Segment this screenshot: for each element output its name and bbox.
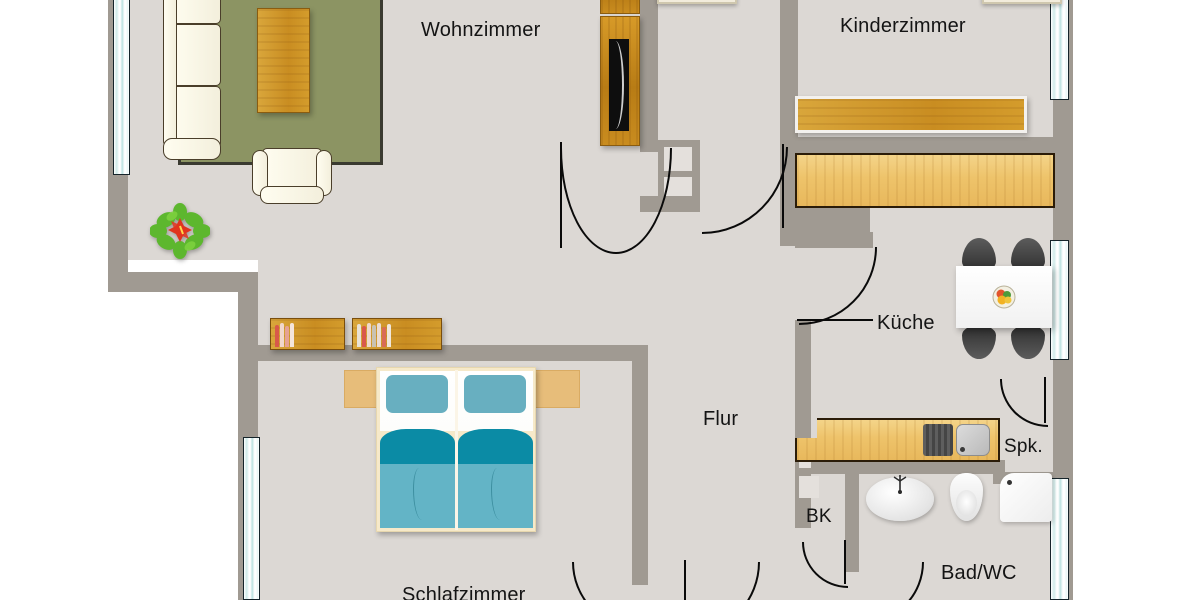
room-label-kinderzimmer: Kinderzimmer — [840, 15, 966, 37]
coffee-table — [257, 8, 310, 113]
room-label-schlafzimmer: Schlafzimmer — [402, 584, 526, 600]
duvet-fold-right — [491, 468, 506, 520]
wall-bk-top — [811, 462, 859, 474]
armchair-arm-right — [316, 150, 332, 196]
wall-wohnzimmer-flur — [640, 0, 658, 152]
door-bk-leaf — [844, 540, 846, 584]
wardrobe-kinderzimmer — [795, 153, 1055, 208]
washbasin-tap-icon — [893, 475, 907, 494]
door-kueche — [797, 245, 877, 325]
door-wohnzimmer — [560, 142, 672, 254]
wall-kinderzimmer-flur — [780, 0, 798, 150]
sofa-seat-2 — [171, 24, 221, 86]
books-right — [357, 323, 391, 347]
room-label-wohnzimmer: Wohnzimmer — [421, 19, 541, 41]
shelf-kinderzimmer — [795, 96, 1027, 133]
door-kueche-leaf — [797, 319, 873, 321]
wardrobe-door-curve — [610, 41, 624, 129]
door-kinderzimmer — [700, 144, 788, 234]
duvet-band-left — [380, 429, 455, 467]
toilet-seat — [956, 490, 977, 516]
fruit-bowl-icon — [992, 285, 1016, 309]
window-right-bottom — [1050, 478, 1069, 600]
bookshelf-left — [270, 318, 345, 350]
double-bed — [376, 367, 536, 532]
door-wohnzimmer-leaf — [560, 142, 562, 248]
door-spk — [1000, 377, 1048, 427]
window-right-mid — [1050, 240, 1069, 360]
room-label-flur: Flur — [703, 408, 739, 430]
sofa-arm-left — [163, 0, 177, 148]
bookshelf-right — [352, 318, 442, 350]
door-bad — [860, 560, 924, 600]
room-label-spk: Spk. — [1004, 436, 1043, 457]
sofa-seat-1 — [171, 0, 221, 24]
door-schlafzimmer-a — [572, 560, 640, 600]
kitchen-counter — [795, 418, 1000, 462]
door-bk — [802, 540, 848, 588]
wardrobe-wohnzimmer — [600, 16, 640, 146]
room-label-bk: BK — [806, 506, 832, 527]
door-schlafzimmer-b-leaf — [684, 560, 686, 600]
potted-plant-icon — [150, 203, 210, 259]
armchair — [252, 148, 332, 204]
wall-jog-horizontal — [108, 272, 258, 292]
window-left-bottom — [243, 437, 260, 600]
door-schlafzimmer-b — [684, 560, 760, 600]
sofa-front-edge — [163, 138, 221, 160]
sink-tap — [960, 447, 965, 452]
duvet-fold-left — [413, 468, 428, 520]
pillow-left — [386, 375, 448, 413]
room-label-bad-wc: Bad/WC — [941, 562, 1017, 584]
wall-kueche-header — [795, 232, 873, 248]
picture-frame-kinderzimmer — [982, 0, 1062, 4]
pillow-right — [464, 375, 526, 413]
wall-schlafzimmer-right — [632, 345, 648, 585]
door-spk-leaf — [1044, 377, 1046, 423]
room-label-kueche: Küche — [877, 312, 935, 334]
bed-center-seam — [455, 370, 458, 530]
duvet-band-right — [458, 429, 533, 467]
wardrobe-wohnzimmer-upper — [600, 0, 640, 14]
wall-bad-top — [859, 462, 999, 474]
armchair-front — [260, 186, 324, 204]
sofa — [163, 0, 223, 165]
sink-draining-board — [923, 424, 953, 456]
window-left-top — [113, 0, 130, 175]
picture-frame-wohnzimmer — [657, 0, 737, 4]
wall-bk-right — [845, 462, 859, 572]
niche-bk-lower — [799, 476, 819, 498]
window-right-top — [1050, 0, 1069, 100]
nightstand-right — [530, 370, 580, 408]
shower-drain — [1007, 480, 1012, 485]
door-kinderzimmer-leaf — [782, 144, 784, 228]
books-left — [275, 323, 294, 347]
